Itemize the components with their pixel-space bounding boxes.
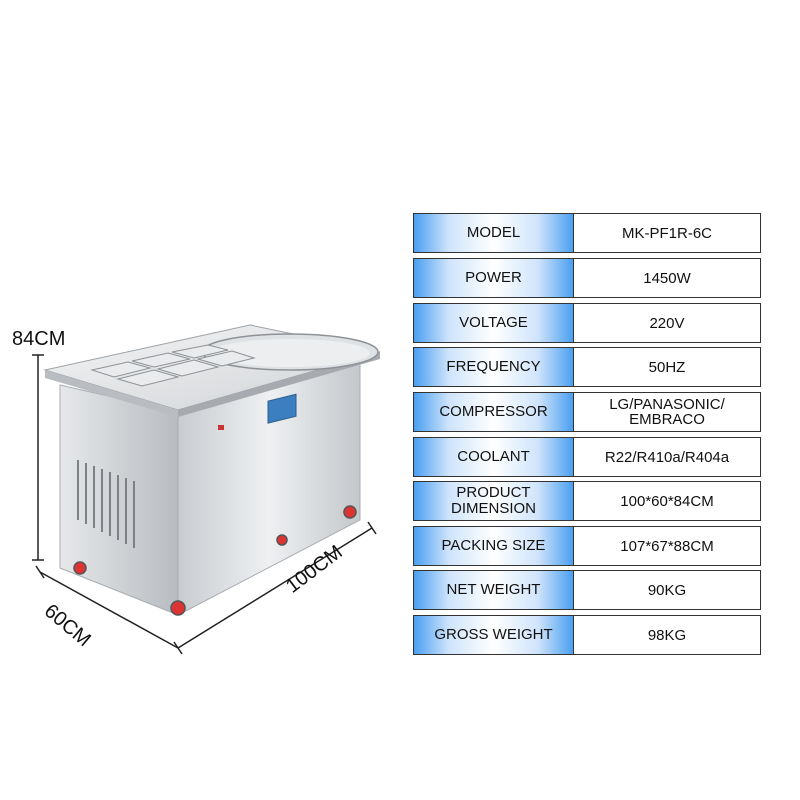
spec-row-voltage: VOLTAGE 220V [413, 303, 761, 343]
spec-value: 98KG [573, 615, 761, 655]
spec-value: 90KG [573, 570, 761, 610]
spec-value: 100*60*84CM [573, 481, 761, 521]
spec-key: COMPRESSOR [413, 392, 573, 432]
height-dimension-label: 84CM [12, 328, 66, 350]
spec-row-gross-weight: GROSS WEIGHT 98KG [413, 615, 761, 655]
spec-row-coolant: COOLANT R22/R410a/R404a [413, 437, 761, 477]
spec-row-power: POWER 1450W [413, 258, 761, 298]
spec-key: PACKING SIZE [413, 526, 573, 566]
spec-key: COOLANT [413, 437, 573, 477]
spec-value-line: EMBRACO [629, 411, 705, 428]
spec-row-product-dimension: PRODUCT DIMENSION 100*60*84CM [413, 481, 761, 521]
spec-value-line: LG/PANASONIC/ [609, 396, 725, 413]
spec-row-packing-size: PACKING SIZE 107*67*88CM [413, 526, 761, 566]
spec-row-model: MODEL MK-PF1R-6C [413, 213, 761, 253]
spec-value: 107*67*88CM [573, 526, 761, 566]
spec-key: MODEL [413, 213, 573, 253]
spec-row-net-weight: NET WEIGHT 90KG [413, 570, 761, 610]
spec-key: POWER [413, 258, 573, 298]
spec-key: PRODUCT DIMENSION [413, 481, 573, 521]
spec-value: 1450W [573, 258, 761, 298]
spec-row-frequency: FREQUENCY 50HZ [413, 347, 761, 387]
spec-value: MK-PF1R-6C [573, 213, 761, 253]
spec-key-line: DIMENSION [450, 500, 536, 517]
spec-key-line: PRODUCT [456, 484, 531, 501]
spec-value: 50HZ [573, 347, 761, 387]
spec-row-compressor: COMPRESSOR LG/PANASONIC/ EMBRACO [413, 392, 761, 432]
spec-key: FREQUENCY [413, 347, 573, 387]
spec-value: 220V [573, 303, 761, 343]
spec-key: VOLTAGE [413, 303, 573, 343]
spec-value: LG/PANASONIC/ EMBRACO [573, 392, 761, 432]
spec-key: GROSS WEIGHT [413, 615, 573, 655]
spec-key: NET WEIGHT [413, 570, 573, 610]
fried-ice-cream-machine-image [32, 324, 381, 655]
spec-value: R22/R410a/R404a [573, 437, 761, 477]
